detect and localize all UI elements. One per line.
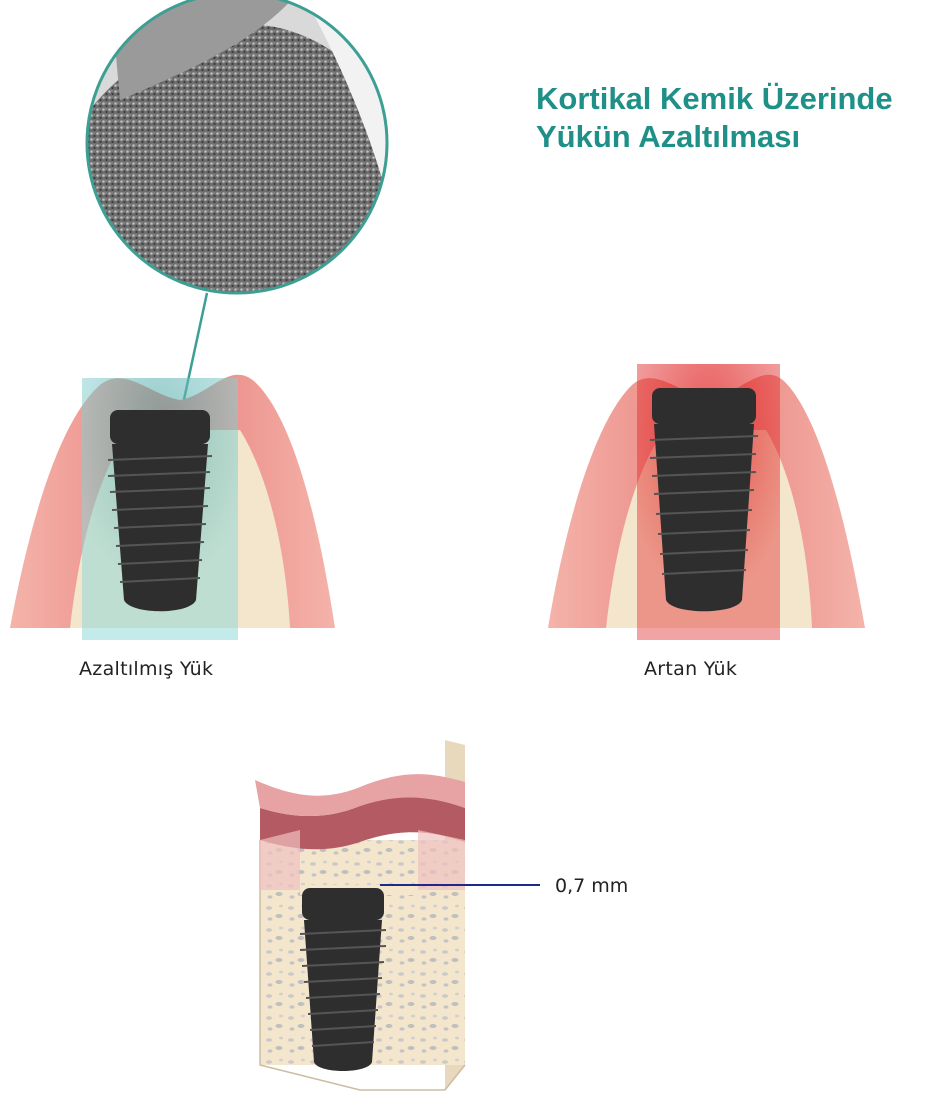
dental-implant-icon <box>108 410 212 611</box>
increased-load-diagram <box>548 364 865 640</box>
magnified-surface-circle <box>80 0 400 310</box>
dental-implant-icon <box>650 388 758 611</box>
dental-implant-icon <box>300 888 386 1071</box>
bone-block-diagram <box>255 740 465 1090</box>
caption-reduced-load: Azaltılmış Yük <box>79 658 213 680</box>
reduced-load-diagram <box>10 375 335 640</box>
caption-increased-load: Artan Yük <box>644 658 737 680</box>
measurement-label: 0,7 mm <box>555 875 628 897</box>
